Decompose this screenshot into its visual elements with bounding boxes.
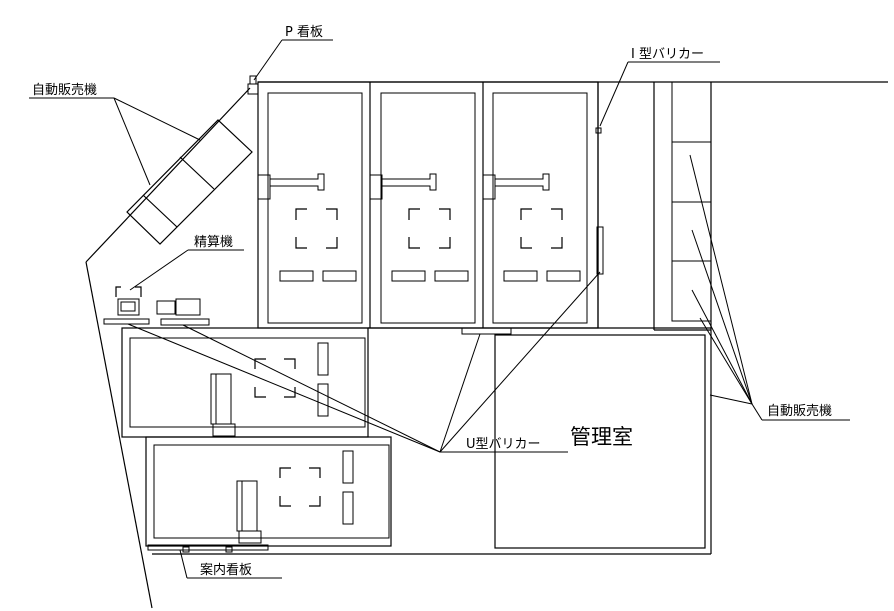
car-mark-3 bbox=[520, 208, 563, 249]
site-boundary bbox=[85, 81, 888, 609]
label-guide-signboard: 案内看板 bbox=[200, 562, 252, 578]
label-u-bollard: U型バリカー bbox=[466, 437, 541, 452]
vending-machines-right bbox=[653, 81, 712, 331]
management-room-box bbox=[494, 334, 706, 549]
payment-machine-area bbox=[103, 286, 210, 326]
parking-bays bbox=[257, 81, 604, 329]
label-payment-machine: 精算機 bbox=[194, 235, 233, 250]
wheel-stops bbox=[279, 270, 581, 282]
lower-car-mark-1 bbox=[254, 358, 296, 398]
gate-arm-1 bbox=[257, 173, 325, 200]
bottom-walls bbox=[147, 327, 712, 555]
gate-arm-2 bbox=[369, 173, 437, 200]
vending-machines-left bbox=[126, 119, 253, 245]
label-vending-machine-left: 自動販売機 bbox=[32, 82, 97, 98]
label-management-room: 管理室 bbox=[570, 425, 633, 449]
side-post bbox=[596, 226, 604, 275]
i-bollard-marker bbox=[595, 127, 602, 134]
car-mark-1 bbox=[295, 208, 338, 249]
lower-gate-1 bbox=[210, 373, 236, 437]
lower-bays bbox=[121, 327, 392, 547]
leader-lines bbox=[29, 39, 850, 579]
lower-gate-2 bbox=[236, 480, 262, 544]
label-vending-machine-right: 自動販売機 bbox=[767, 403, 832, 419]
p-sign-marker bbox=[247, 75, 259, 95]
lower-car-mark-2 bbox=[279, 467, 321, 507]
gate-arm-3 bbox=[482, 173, 550, 200]
car-mark-2 bbox=[408, 208, 451, 249]
label-i-bollard: I 型バリカー bbox=[631, 47, 704, 62]
label-p-signboard: P 看板 bbox=[285, 24, 323, 40]
